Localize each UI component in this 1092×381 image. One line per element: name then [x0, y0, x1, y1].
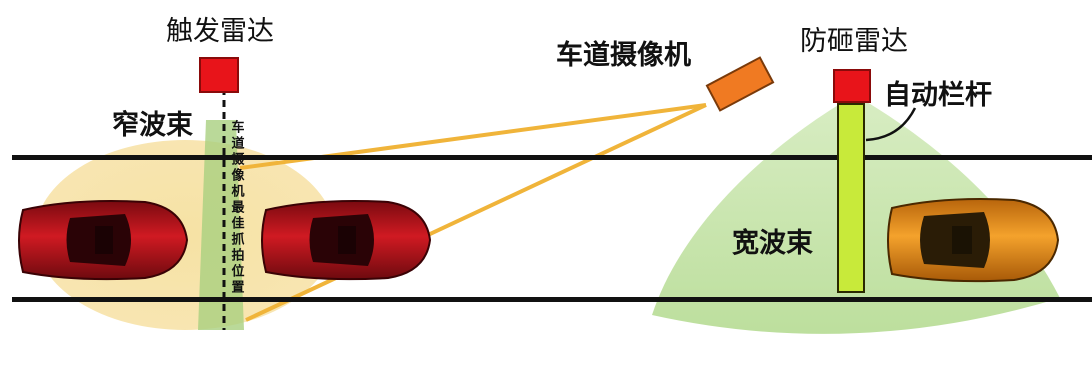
wide-beam-label: 宽波束	[732, 227, 813, 259]
car-middle	[261, 200, 432, 281]
anti-smash-radar-label: 防砸雷达	[800, 26, 908, 57]
narrow-beam-core	[198, 120, 244, 330]
car-left	[18, 200, 189, 281]
auto-barrier-label: 自动栏杆	[884, 79, 992, 111]
trigger-radar-label: 触发雷达	[166, 16, 274, 47]
road-line-top	[12, 155, 1092, 160]
lane-camera-label: 车道摄像机	[556, 39, 691, 71]
road-line-bottom	[12, 297, 1092, 302]
trigger-radar-icon	[199, 57, 239, 93]
barrier-leader-line	[865, 107, 917, 142]
camera-ray-lower	[245, 103, 707, 322]
car-right	[887, 198, 1060, 283]
narrow-beam-label: 窄波束	[112, 109, 193, 141]
anti-smash-radar-icon	[833, 69, 871, 103]
capture-position-note: 车道摄像机最佳抓拍位置	[229, 119, 245, 296]
auto-barrier-arm	[837, 103, 865, 293]
lane-camera-icon	[705, 56, 775, 112]
